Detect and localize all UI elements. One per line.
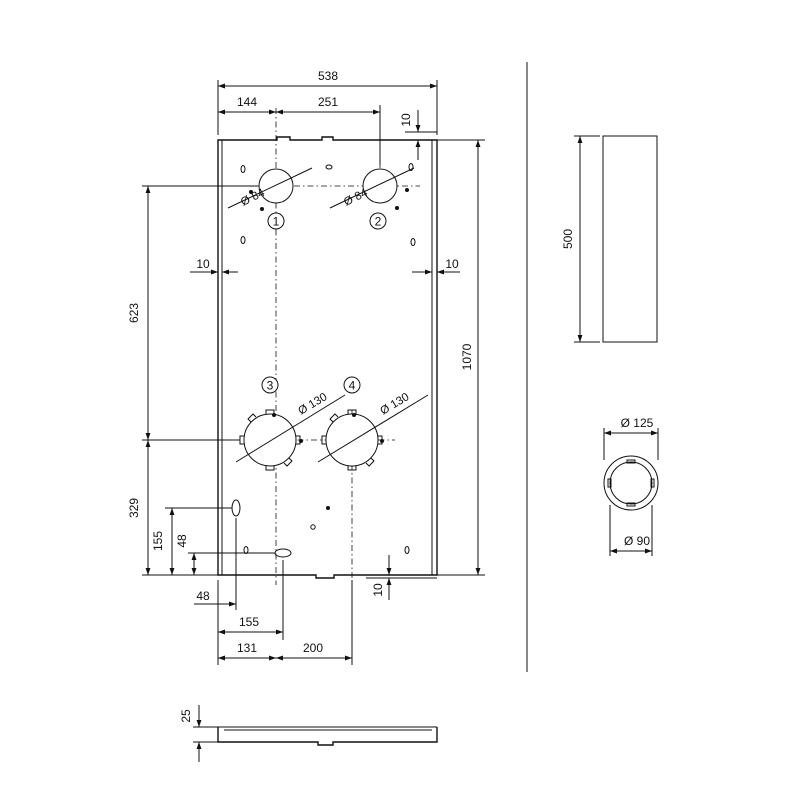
dim-48-vertical: 48 [175,534,189,548]
bottom-dimensions: 48 155 131 200 10 [194,518,437,665]
label-dia-130-4: Ø 130 [378,391,411,417]
dim-251: 251 [318,95,338,109]
dim-10-left: 10 [196,257,210,271]
mounting-plate [217,108,438,620]
margin-dimensions: 10 10 [190,257,460,275]
hole-labels: Ø 84 Ø 84 Ø 130 Ø 130 1 2 3 4 [239,187,411,418]
top-dimensions: 538 144 251 10 [217,69,485,165]
dim-500: 500 [561,229,575,249]
marker-2: 2 [375,215,382,229]
dim-155-vertical: 155 [151,531,165,551]
right-dimensions: 1070 [437,140,485,576]
dim-155-horizontal: 155 [239,615,259,629]
label-dia-130-3: Ø 130 [296,391,329,417]
marker-1: 1 [273,215,280,229]
dim-329: 329 [127,498,141,518]
dim-10-bottom: 10 [371,583,385,597]
dim-200: 200 [303,641,323,655]
dim-dia-90: Ø 90 [624,534,650,548]
plate-side-profile: 25 [179,705,438,762]
dim-144: 144 [237,95,257,109]
dim-131: 131 [237,641,257,655]
hole-4 [321,409,383,471]
marker-3: 3 [267,379,274,393]
dim-538: 538 [318,69,338,83]
tube-end-view: Ø 125 Ø 90 [603,416,659,556]
hole-1 [258,168,294,204]
dim-623: 623 [127,303,141,323]
hole-2 [362,168,398,204]
dim-dia-125: Ø 125 [621,416,654,430]
hole-3 [239,409,301,471]
dim-1070: 1070 [460,343,474,370]
tube-side-view: 500 [561,135,658,343]
dim-48-horizontal: 48 [196,589,210,603]
dim-10-right: 10 [445,257,459,271]
dim-10-top: 10 [399,113,413,127]
dim-25: 25 [179,709,193,723]
mounting-slots [231,163,416,558]
left-dimensions: 623 329 155 48 [127,185,275,576]
marker-4: 4 [349,379,356,393]
